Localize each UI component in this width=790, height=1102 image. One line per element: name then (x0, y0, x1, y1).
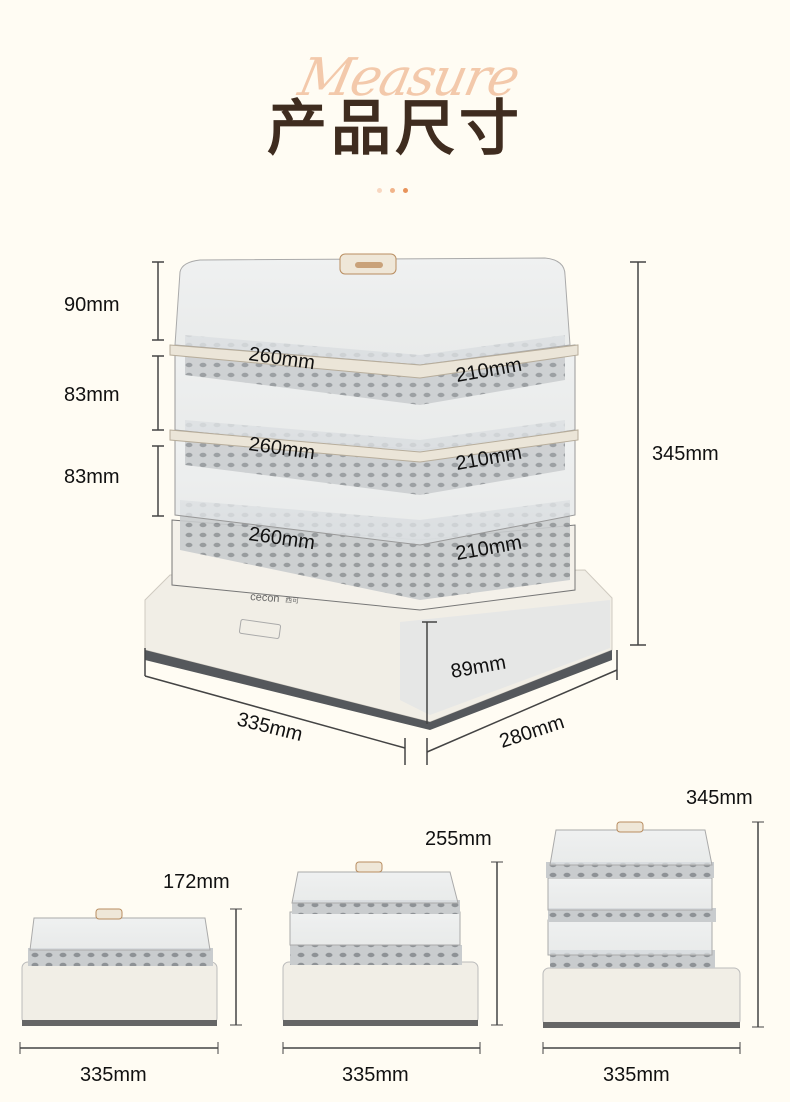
dot (377, 188, 382, 193)
variant-1-height: 172mm (163, 871, 230, 893)
steamer-base (144, 569, 613, 730)
dot (390, 188, 395, 193)
variant-3-width: 335mm (603, 1064, 670, 1086)
variant-2-tier (282, 861, 503, 1054)
tier1-height-label: 83mm (64, 384, 120, 406)
brand-logo-cn: 西可 (285, 596, 300, 605)
page-title: 产品尺寸 (267, 95, 523, 162)
variant-3-height: 345mm (686, 787, 753, 809)
lid-height-label: 90mm (64, 294, 120, 316)
variant-1-width: 335mm (80, 1064, 147, 1086)
dimension-lines (144, 261, 646, 765)
tier2-height-label: 83mm (64, 466, 120, 488)
variant-2-height: 255mm (425, 828, 492, 850)
total-height-label: 345mm (652, 443, 719, 465)
steamer-trays (169, 253, 579, 611)
decor-dots (377, 188, 408, 193)
variant-1-tier (19, 908, 242, 1054)
brand-logo: cecon (250, 591, 280, 605)
variant-labels: 172mm 335mm 255mm 335mm 345mm 335mm (80, 787, 753, 1086)
variant-3-tier (542, 821, 764, 1054)
variant-2-width: 335mm (342, 1064, 409, 1086)
base-length-label: 335mm (235, 709, 305, 746)
dot (403, 188, 408, 193)
